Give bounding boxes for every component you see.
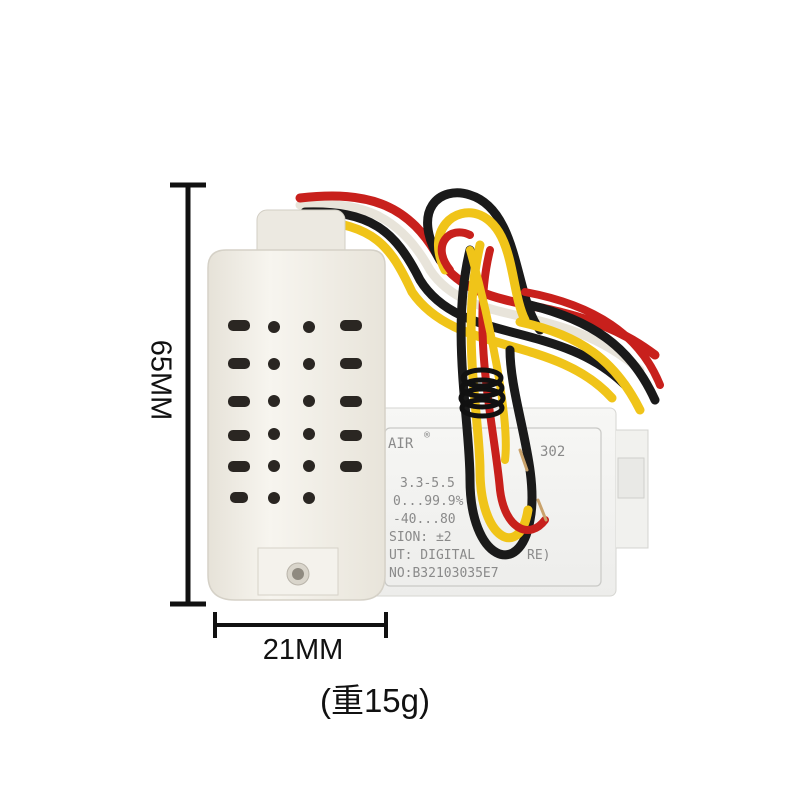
label-humidity-line: 0...99.9%	[393, 494, 464, 509]
label-output-line: UT: DIGITAL	[389, 548, 476, 563]
height-dimension-label: 65MM	[144, 339, 177, 421]
label-precision-line: SION: ±2	[389, 530, 452, 545]
label-voltage-line: 3.3-5.5	[400, 476, 455, 491]
product-label-tag	[367, 407, 649, 597]
width-dimension-label: 21MM	[262, 634, 344, 666]
label-temperature-line: -40...80	[393, 512, 456, 527]
label-model: 302	[540, 444, 566, 460]
width-dimension-line	[213, 612, 388, 638]
label-output-tail: RE)	[527, 548, 551, 563]
weight-label: (重15g)	[319, 682, 431, 719]
label-serial-line: NO:B32103035E7	[389, 566, 499, 581]
sensor-wires	[295, 188, 664, 560]
height-dimension-line	[170, 182, 206, 607]
sensor-housing	[207, 209, 386, 601]
label-registered-mark: ®	[424, 430, 431, 441]
label-brand: AIR	[388, 436, 414, 452]
